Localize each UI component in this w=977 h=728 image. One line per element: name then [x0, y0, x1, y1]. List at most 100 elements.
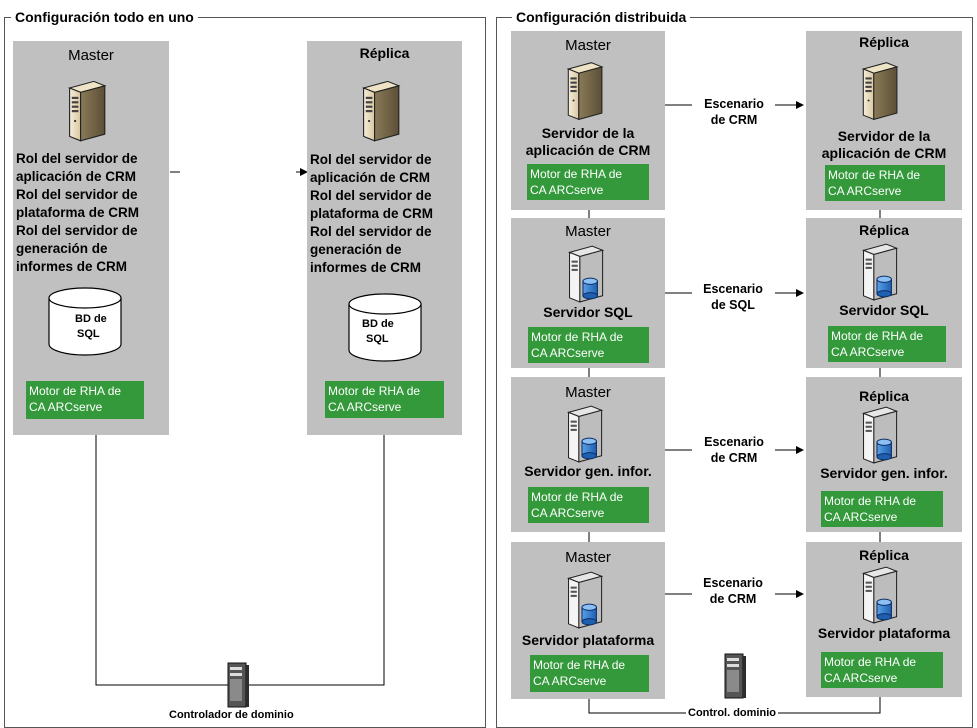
- engine-line: Motor de RHA de: [533, 658, 626, 672]
- server-label-line: Servidor plataforma: [817, 625, 951, 641]
- rha-engine-badge: Motor de RHA de CA ARCserve: [828, 326, 946, 362]
- engine-line: CA ARCserve: [831, 345, 905, 359]
- replica-title: Réplica: [359, 45, 410, 61]
- db-label-line: SQL: [77, 328, 100, 340]
- rha-engine-badge: Motor de RHA de CA ARCserve: [821, 652, 943, 688]
- server-icon: [63, 77, 107, 143]
- scenario-label: Escenario de SQL: [690, 281, 776, 313]
- server-label-line: Servidor SQL: [839, 302, 929, 318]
- role-line: generación de: [16, 241, 108, 256]
- left-panel-title: Configuración todo en uno: [11, 9, 198, 25]
- engine-line: Motor de RHA de: [328, 384, 421, 398]
- tower-server-icon: [723, 652, 747, 700]
- server-label: Servidor plataforma: [806, 625, 962, 642]
- role-line: Rol del servidor de: [16, 187, 138, 202]
- role-line: aplicación de CRM: [310, 170, 431, 185]
- master-title: Master: [565, 384, 611, 401]
- scenario-line: Escenario: [703, 282, 763, 296]
- server-icon: [562, 58, 604, 122]
- master-title: Master: [565, 223, 611, 240]
- role-line: aplicación de CRM: [16, 169, 137, 184]
- rha-engine-badge: Motor de RHA de CA ARCserve: [325, 381, 444, 418]
- engine-line: CA ARCserve: [824, 671, 898, 685]
- role-line: Rol del servidor de: [16, 151, 138, 166]
- rha-engine-badge: Motor de RHA de CA ARCserve: [528, 487, 649, 523]
- server-label: Servidor SQL: [511, 304, 665, 321]
- scenario-line: de CRM: [710, 113, 758, 127]
- role-line: plataforma de CRM: [16, 205, 140, 220]
- server-label-line: aplicación de CRM: [821, 145, 947, 161]
- replica-title: Réplica: [859, 547, 909, 563]
- right-panel-title: Configuración distribuida: [512, 9, 691, 25]
- scenario-line: de SQL: [711, 298, 755, 312]
- rha-engine-badge: Motor de RHA de CA ARCserve: [528, 327, 649, 363]
- server-label-line: Servidor SQL: [543, 304, 633, 320]
- master-title: Master: [565, 549, 611, 566]
- engine-line: Motor de RHA de: [531, 330, 624, 344]
- engine-line: Motor de RHA de: [29, 384, 122, 398]
- server-label: Servidor gen. infor.: [806, 465, 962, 482]
- server-label: Servidor SQL: [806, 302, 962, 319]
- role-line: generación de: [310, 242, 402, 257]
- engine-line: CA ARCserve: [828, 184, 902, 198]
- db-label-line: BD de: [75, 313, 107, 325]
- rha-engine-badge: Motor de RHA de CA ARCserve: [530, 655, 649, 692]
- role-line: Rol del servidor de: [310, 188, 432, 203]
- database-server-icon: [562, 568, 604, 630]
- scenario-line: Escenario: [703, 576, 763, 590]
- engine-line: CA ARCserve: [533, 674, 607, 688]
- server-label-line: Servidor de la: [837, 128, 931, 144]
- role-line: Rol del servidor de: [310, 224, 432, 239]
- scenario-label: Escenario de CRM: [692, 434, 776, 466]
- domain-controller-label: Controlador de dominio: [167, 709, 296, 722]
- db-label-line: BD de: [362, 318, 394, 330]
- master-roles: Rol del servidor de aplicación de CRM Ro…: [16, 150, 139, 276]
- server-label-line: Servidor gen. infor.: [524, 463, 652, 479]
- server-label-line: aplicación de CRM: [525, 142, 651, 158]
- scenario-line: Escenario: [704, 97, 764, 111]
- engine-line: Motor de RHA de: [824, 494, 917, 508]
- scenario-line: de CRM: [709, 592, 757, 606]
- replica-roles: Rol del servidor de aplicación de CRM Ro…: [310, 151, 433, 277]
- server-label-line: Servidor gen. infor.: [820, 465, 948, 481]
- replica-title: Réplica: [859, 34, 909, 50]
- rha-engine-badge: Motor de RHA de CA ARCserve: [825, 165, 945, 201]
- database-cylinder-icon: BD de SQL: [48, 287, 122, 356]
- rha-engine-badge: Motor de RHA de CA ARCserve: [821, 491, 943, 527]
- tower-server-icon: [226, 661, 250, 709]
- server-label-line: Servidor plataforma: [521, 632, 655, 648]
- replica-title: Réplica: [859, 388, 909, 404]
- scenario-line: Escenario: [704, 435, 764, 449]
- master-title: Master: [68, 47, 114, 64]
- engine-line: CA ARCserve: [824, 510, 898, 524]
- server-label: Servidor de la aplicación de CRM: [806, 128, 962, 162]
- engine-line: Motor de RHA de: [831, 329, 924, 343]
- engine-line: CA ARCserve: [29, 400, 103, 414]
- replica-title: Réplica: [859, 222, 909, 238]
- engine-line: Motor de RHA de: [531, 490, 624, 504]
- engine-line: CA ARCserve: [530, 183, 604, 197]
- role-line: plataforma de CRM: [310, 206, 434, 221]
- scenario-label: Escenario de CRM: [690, 575, 776, 607]
- engine-line: Motor de RHA de: [828, 168, 921, 182]
- engine-line: Motor de RHA de: [824, 655, 917, 669]
- server-label-line: Servidor de la: [541, 125, 635, 141]
- server-label: Servidor de la aplicación de CRM: [511, 125, 665, 159]
- scenario-label: Escenario de CRM: [692, 96, 776, 128]
- engine-line: CA ARCserve: [531, 346, 605, 360]
- scenario-line: de CRM: [710, 451, 758, 465]
- server-icon: [357, 77, 401, 143]
- engine-line: Motor de RHA de: [530, 167, 623, 181]
- engine-line: CA ARCserve: [328, 400, 402, 414]
- database-cylinder-icon: BD de SQL: [348, 293, 422, 362]
- domain-controller-label: Control. dominio: [686, 707, 778, 720]
- server-label: Servidor plataforma: [511, 632, 665, 649]
- rha-engine-badge: Motor de RHA de CA ARCserve: [26, 381, 144, 419]
- database-server-icon: [857, 240, 899, 302]
- role-line: Rol del servidor de: [310, 152, 432, 167]
- db-label-line: SQL: [366, 333, 389, 345]
- server-icon: [857, 58, 899, 122]
- master-title: Master: [565, 37, 611, 54]
- database-server-icon: [857, 403, 899, 465]
- server-label: Servidor gen. infor.: [511, 463, 665, 480]
